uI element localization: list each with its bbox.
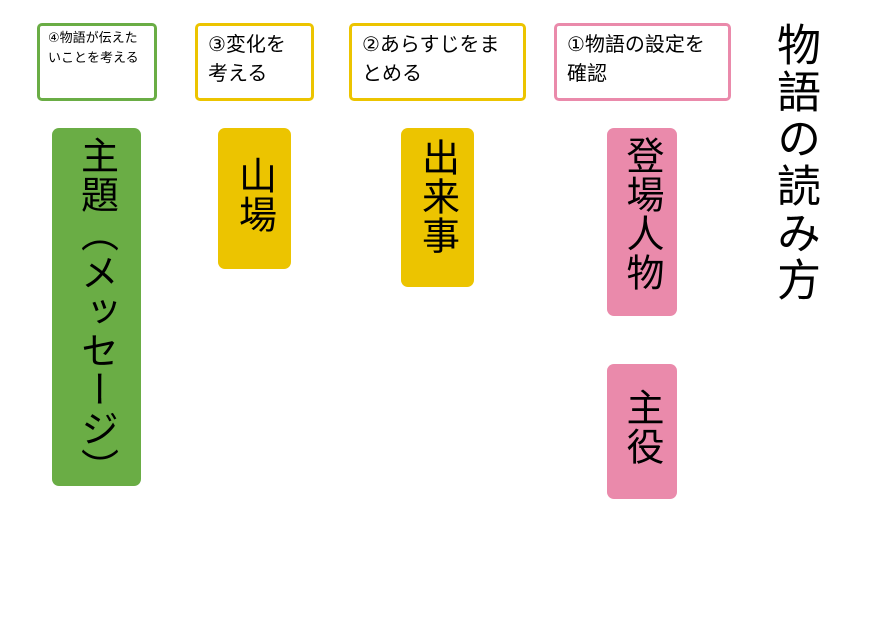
protagonist-card: 主役 bbox=[607, 364, 677, 499]
theme-card: 主題（メッセージ） bbox=[52, 128, 141, 487]
step-2-box: ②あらすじをまとめる bbox=[349, 23, 526, 101]
protagonist-label: 主役 bbox=[620, 388, 664, 466]
theme-label: 主題（メッセージ） bbox=[74, 136, 119, 487]
climax-label: 山場 bbox=[232, 156, 277, 234]
step-1-box: ①物語の設定を確認 bbox=[554, 23, 731, 101]
characters-card: 登場人物 bbox=[607, 128, 677, 316]
step-4-box: ④物語が伝えたいことを考える bbox=[37, 23, 157, 101]
events-card: 出来事 bbox=[401, 128, 474, 287]
characters-label: 登場人物 bbox=[620, 136, 664, 292]
climax-card: 山場 bbox=[218, 128, 291, 269]
events-label: 出来事 bbox=[415, 138, 460, 255]
step-3-box: ③変化を考える bbox=[195, 23, 314, 101]
page-title: 物語の読み方 bbox=[769, 22, 820, 304]
